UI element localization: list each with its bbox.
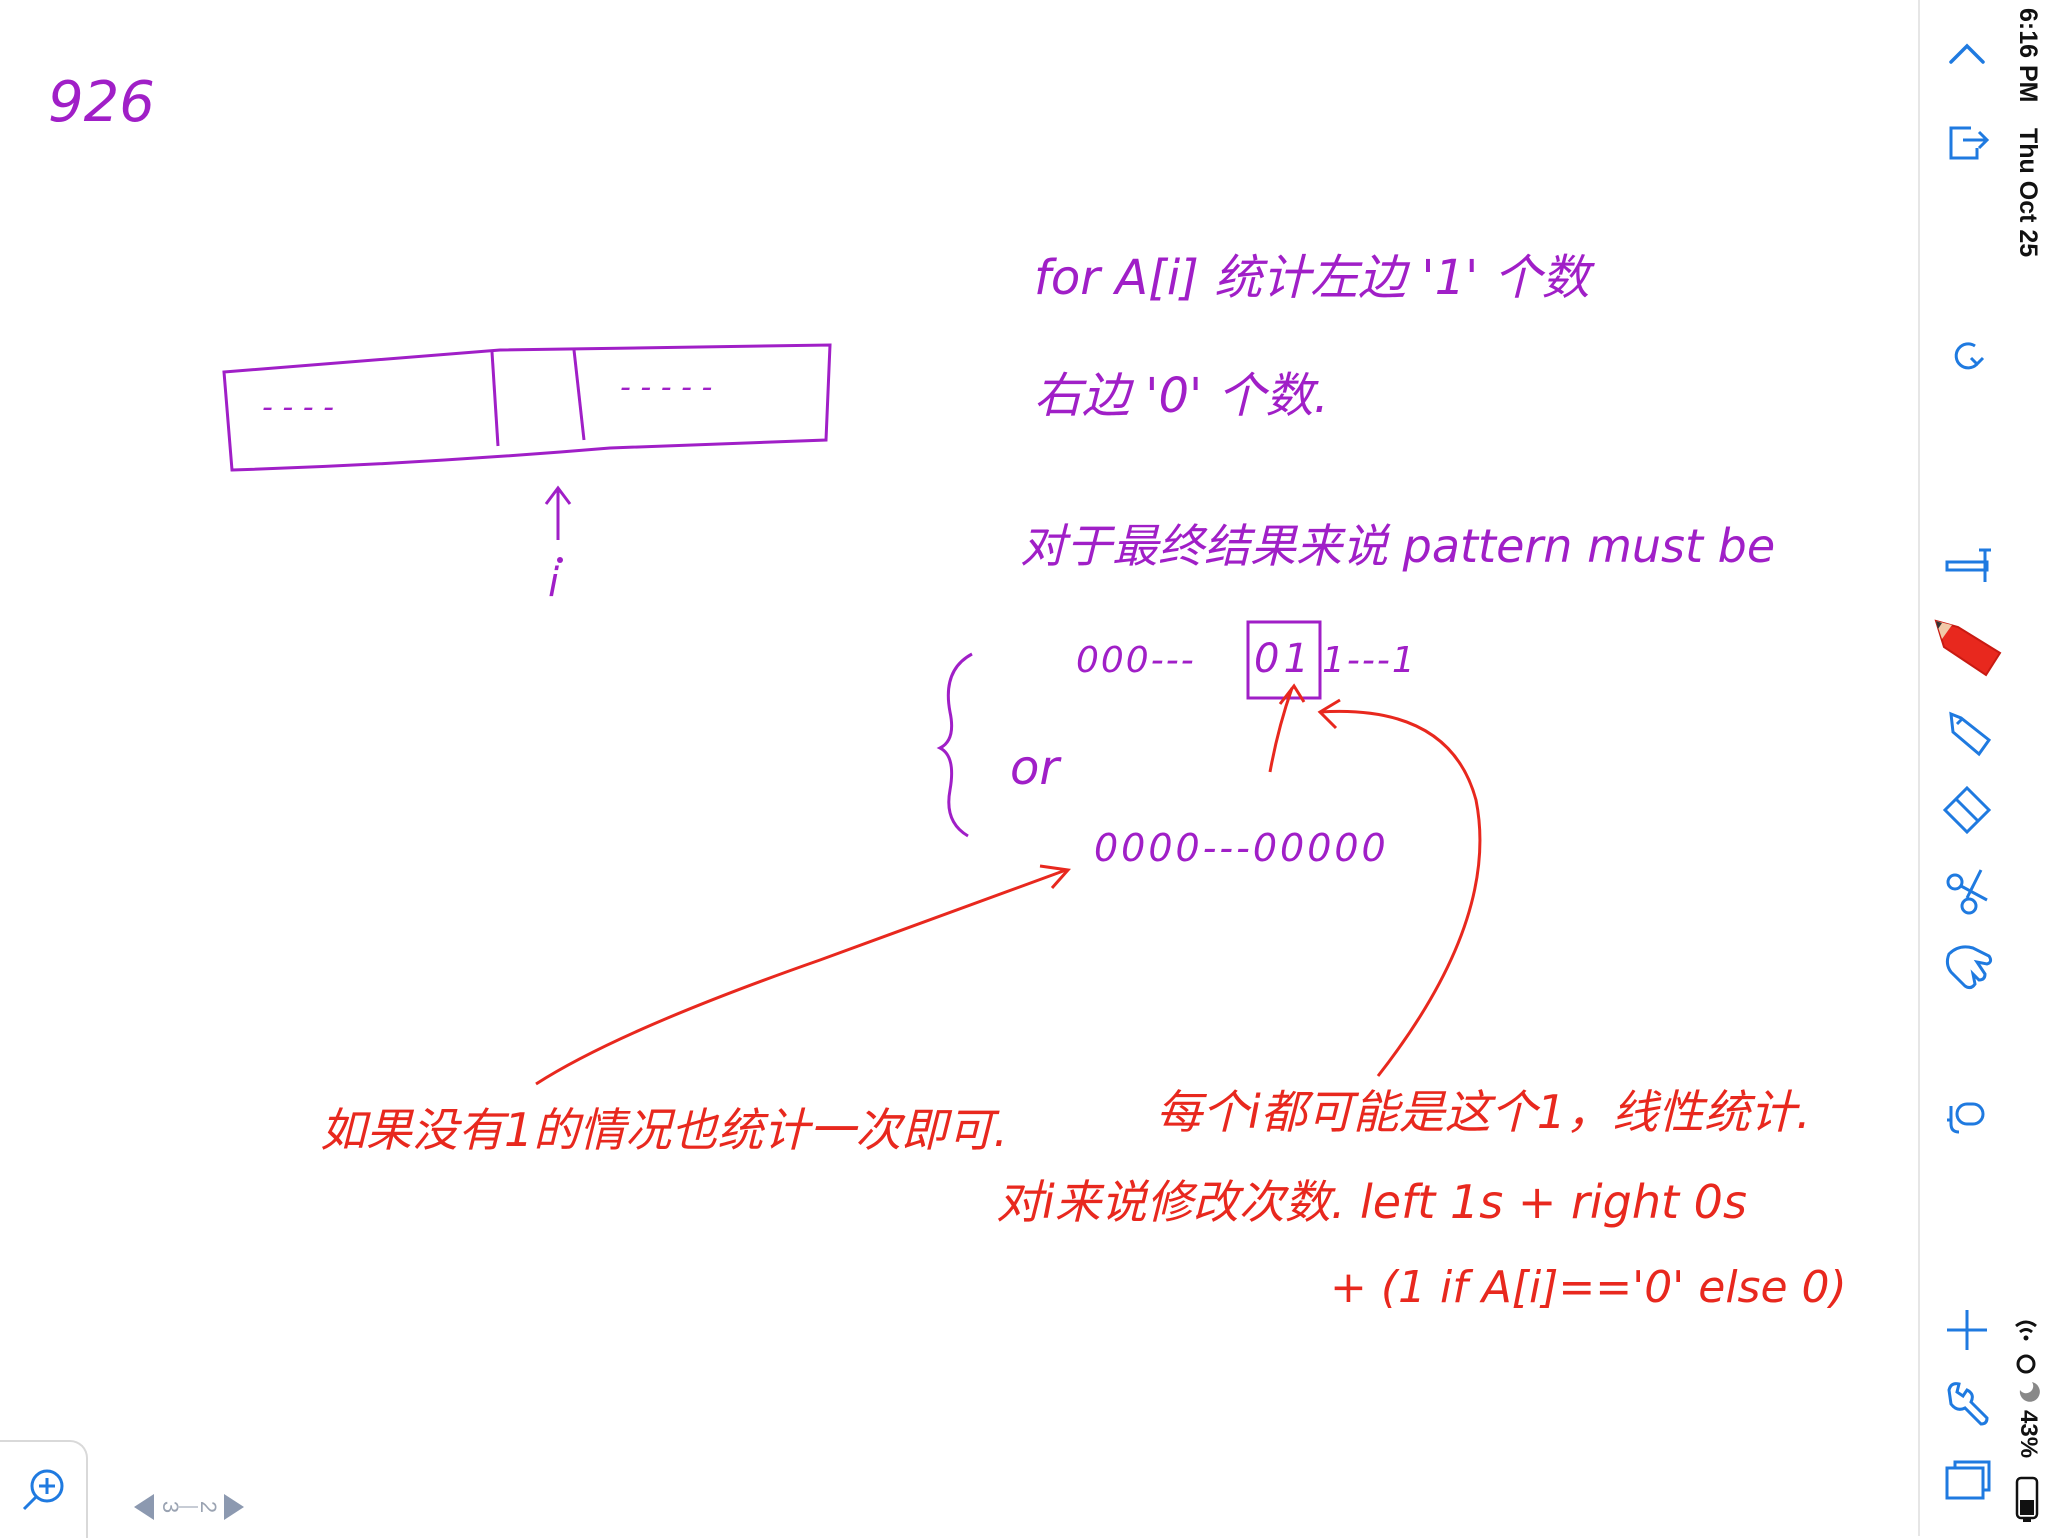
export-button[interactable] [1935,110,1999,174]
annotation-1: 如果没有1的情况也统计一次即可. [320,1103,1008,1157]
status-date: Thu Oct 25 [2013,128,2042,257]
note-line-3: 对于最终结果来说 pattern must be [1020,519,1776,573]
pointer-label: i [548,560,560,606]
undo-button[interactable] [1935,322,1999,386]
highlighter-icon [1949,711,1992,757]
chevron-up-icon [1949,43,1985,64]
pen-tool-button[interactable] [1928,616,2008,680]
scissors-icon [1946,869,1988,915]
battery-icon [2015,1476,2039,1522]
pattern-1-right: 1---1 [1322,640,1417,681]
pattern-1-left: 000--- [1076,640,1196,681]
status-time: 6:16 PM [2013,8,2042,102]
note-canvas[interactable]: 926 - - - - - - - - - i for A[i] 统计左边 '1… [0,0,1918,1536]
status-battery: 43% [2015,1410,2042,1459]
pages-icon [1945,1460,1991,1500]
lock-rotation-icon [2016,1354,2036,1374]
prev-page-icon[interactable] [134,1494,154,1520]
zoom-in-icon [22,1469,64,1511]
pattern-1-box: 01 [1254,636,1313,682]
next-page-icon[interactable] [224,1494,245,1520]
audio-record-button[interactable] [1935,1086,1999,1150]
note-line-1: for A[i] 统计左边 '1' 个数 [1034,250,1590,306]
tool-sidebar [1918,0,2048,1536]
note-line-2: 右边 '0' 个数. [1034,368,1329,424]
pencil-icon [1934,619,2002,677]
plus-icon [1947,1310,1987,1350]
annotation-3: 对i来说修改次数. left 1s + right 0s [996,1175,1747,1229]
undo-icon [1954,342,1985,370]
cell-dots-left: - - - - [262,390,334,425]
lasso-button[interactable] [1935,858,1999,922]
annotation-2: 每个i都可能是这个1，线性统计. [1156,1085,1811,1139]
ink-drawing [222,343,1482,1086]
text-tool-icon [1945,548,1991,582]
cell-dots-right: - - - - - [620,370,713,405]
status-icons [2015,1320,2040,1402]
wrench-icon [1947,1382,1989,1426]
pages-button[interactable] [1935,1448,1999,1512]
or-label: or [1010,740,1060,796]
share-icon [1949,126,1990,160]
microphone-icon [1947,1102,1985,1134]
text-tool-button[interactable] [1935,534,1999,598]
note-title: 926 [48,70,155,135]
eraser-button[interactable] [1935,778,1999,842]
eraser-icon [1942,785,1992,835]
highlighter-button[interactable] [1935,702,1999,766]
add-button[interactable] [1935,1298,1999,1362]
collapse-toolbar-button[interactable] [1935,22,1999,86]
wifi-icon [2015,1320,2037,1328]
pattern-2: 0000---00000 [1094,826,1389,870]
zoom-button[interactable] [0,1440,88,1538]
settings-button[interactable] [1935,1372,1999,1436]
hand-icon [1945,945,1993,990]
moon-icon [2019,1382,2040,1402]
annotation-4: + (1 if A[i]=='0' else 0) [1330,1262,1847,1313]
hand-tool-button[interactable] [1935,934,1999,998]
total-pages: 2 [196,1500,222,1514]
page-navigator: 3 | 2 [134,1490,245,1524]
